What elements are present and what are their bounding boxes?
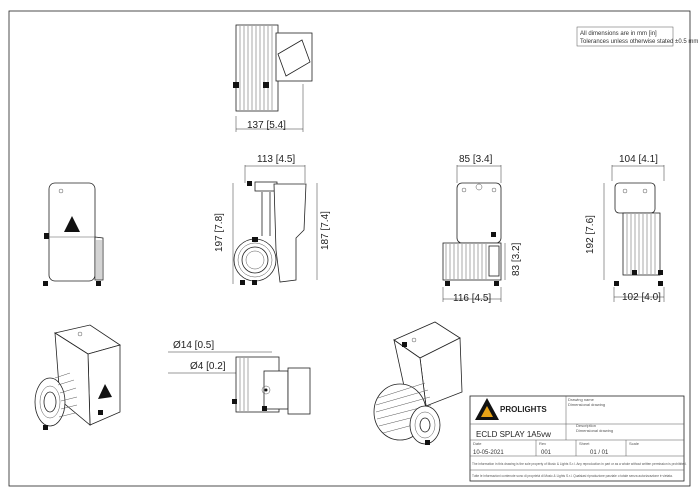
- description-label: Description: [576, 423, 596, 428]
- scale-label: Scale: [629, 441, 640, 446]
- sheet-border: [8, 10, 691, 487]
- description-value: Dimensional drawing: [576, 428, 613, 433]
- dim-hole-small: Ø4 [0.2]: [190, 361, 226, 372]
- drawing-name-value: Dimensional drawing: [568, 402, 605, 407]
- dim-side-height-right: 187 [7.4]: [320, 211, 331, 250]
- date-label: Date: [473, 441, 482, 446]
- iso-view-right: [373, 321, 463, 445]
- prolights-logo-icon-iso: [98, 384, 112, 399]
- dim-rear-height: 83 [3.2]: [511, 242, 522, 276]
- date-value: 10-05-2021: [473, 450, 504, 456]
- dimensions-note: All dimensions are in mm [in] Tolerances…: [576, 26, 698, 47]
- footer-note-2: Tutte le informazioni contenute sono di …: [472, 474, 673, 478]
- dim-far-width-bottom: 102 [4.0]: [622, 292, 661, 303]
- dim-rear-width: 85 [3.4]: [459, 154, 493, 165]
- brand-name: PROLIGHTS: [500, 405, 547, 414]
- footer-note-1: The information in this drawing is the s…: [472, 462, 687, 466]
- product-name: ECLD SPLAY 1A5vw: [476, 430, 551, 439]
- top-view: 137 [5.4]: [233, 24, 313, 132]
- front-view: [43, 182, 104, 286]
- dim-far-height: 192 [7.6]: [585, 215, 596, 254]
- sheet-value: 01 / 01: [590, 450, 609, 456]
- side-view: 113 [4.5] 197 [7.8] 187 [7.4]: [214, 154, 331, 285]
- dim-top-width: 137 [5.4]: [247, 120, 286, 131]
- dim-rear-base-width: 116 [4.5]: [453, 293, 491, 304]
- rear-view: 85 [3.4] 83 [3.2] 116 [4.5]: [442, 154, 522, 304]
- dim-far-width-top: 104 [4.1]: [619, 154, 658, 165]
- rev-label: Rev: [539, 441, 546, 446]
- rev-value: 001: [541, 450, 552, 456]
- prolights-logo-icon: [64, 216, 80, 232]
- note-line-1: All dimensions are in mm [in]: [580, 31, 657, 37]
- iso-view-left: [34, 324, 121, 430]
- dim-hole-large: Ø14 [0.5]: [173, 340, 214, 351]
- bottom-view: Ø14 [0.5] Ø4 [0.2]: [168, 340, 311, 415]
- far-right-view: 104 [4.1] 192 [7.6] 102 [4.0]: [585, 154, 665, 303]
- drawing-name-label: Drawing name: [568, 397, 595, 402]
- sheet-label: Sheet: [579, 441, 590, 446]
- dim-side-height-left: 197 [7.8]: [214, 213, 225, 252]
- title-block: PROLIGHTS Drawing name Dimensional drawi…: [469, 395, 687, 482]
- note-line-2: Tolerances unless otherwise stated ±0.5 …: [580, 39, 698, 45]
- dim-side-width: 113 [4.5]: [257, 154, 295, 165]
